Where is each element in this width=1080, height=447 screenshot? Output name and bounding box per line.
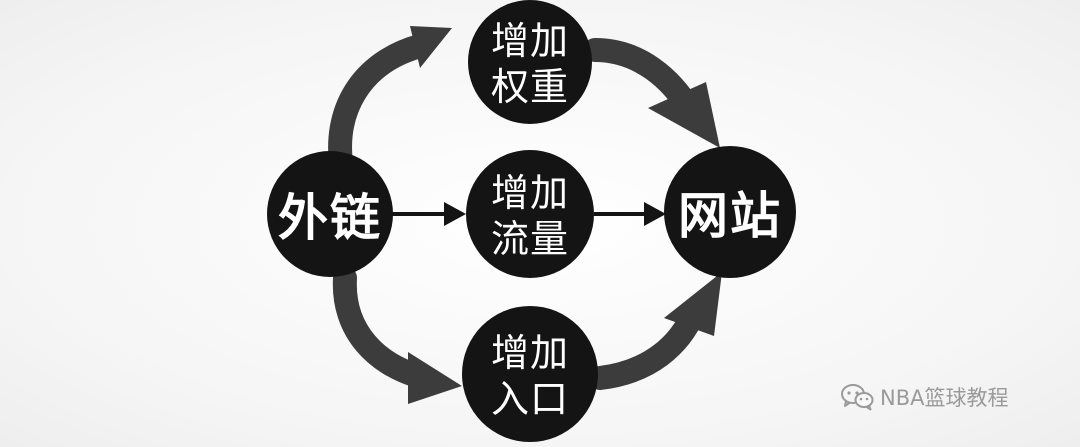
node-source-circle [267, 151, 393, 277]
wechat-icon [841, 384, 874, 411]
node-source-label: 外链 [278, 189, 382, 247]
node-target-label: 网站 [678, 187, 782, 245]
node-entrance-label: 增加 入口 [491, 330, 569, 422]
arrow-source-to-entrance [332, 266, 462, 404]
node-traffic-circle [466, 150, 594, 278]
arrow-entrance-to-target [588, 272, 722, 390]
node-traffic-line2: 流量 [490, 217, 570, 261]
node-weight-label: 增加 权重 [491, 18, 569, 110]
watermark-text: NBA篮球教程 [880, 386, 1009, 410]
node-entrance-circle [462, 306, 598, 442]
node-traffic-label: 增加 流量 [491, 170, 569, 262]
node-target-circle [664, 146, 796, 278]
node-weight-line1: 增加 [490, 19, 570, 63]
arrow-source-to-traffic [392, 202, 466, 226]
node-entrance-line1: 增加 [490, 331, 570, 375]
arrow-weight-to-target [583, 38, 720, 148]
node-weight-line2: 权重 [490, 65, 570, 109]
node-weight-circle [468, 0, 592, 124]
arrow-traffic-to-target [594, 202, 666, 226]
node-entrance-line2: 入口 [490, 377, 570, 421]
node-traffic-line1: 增加 [490, 171, 570, 215]
watermark: NBA篮球教程 [840, 382, 1008, 412]
arrow-source-to-weight [328, 26, 452, 182]
